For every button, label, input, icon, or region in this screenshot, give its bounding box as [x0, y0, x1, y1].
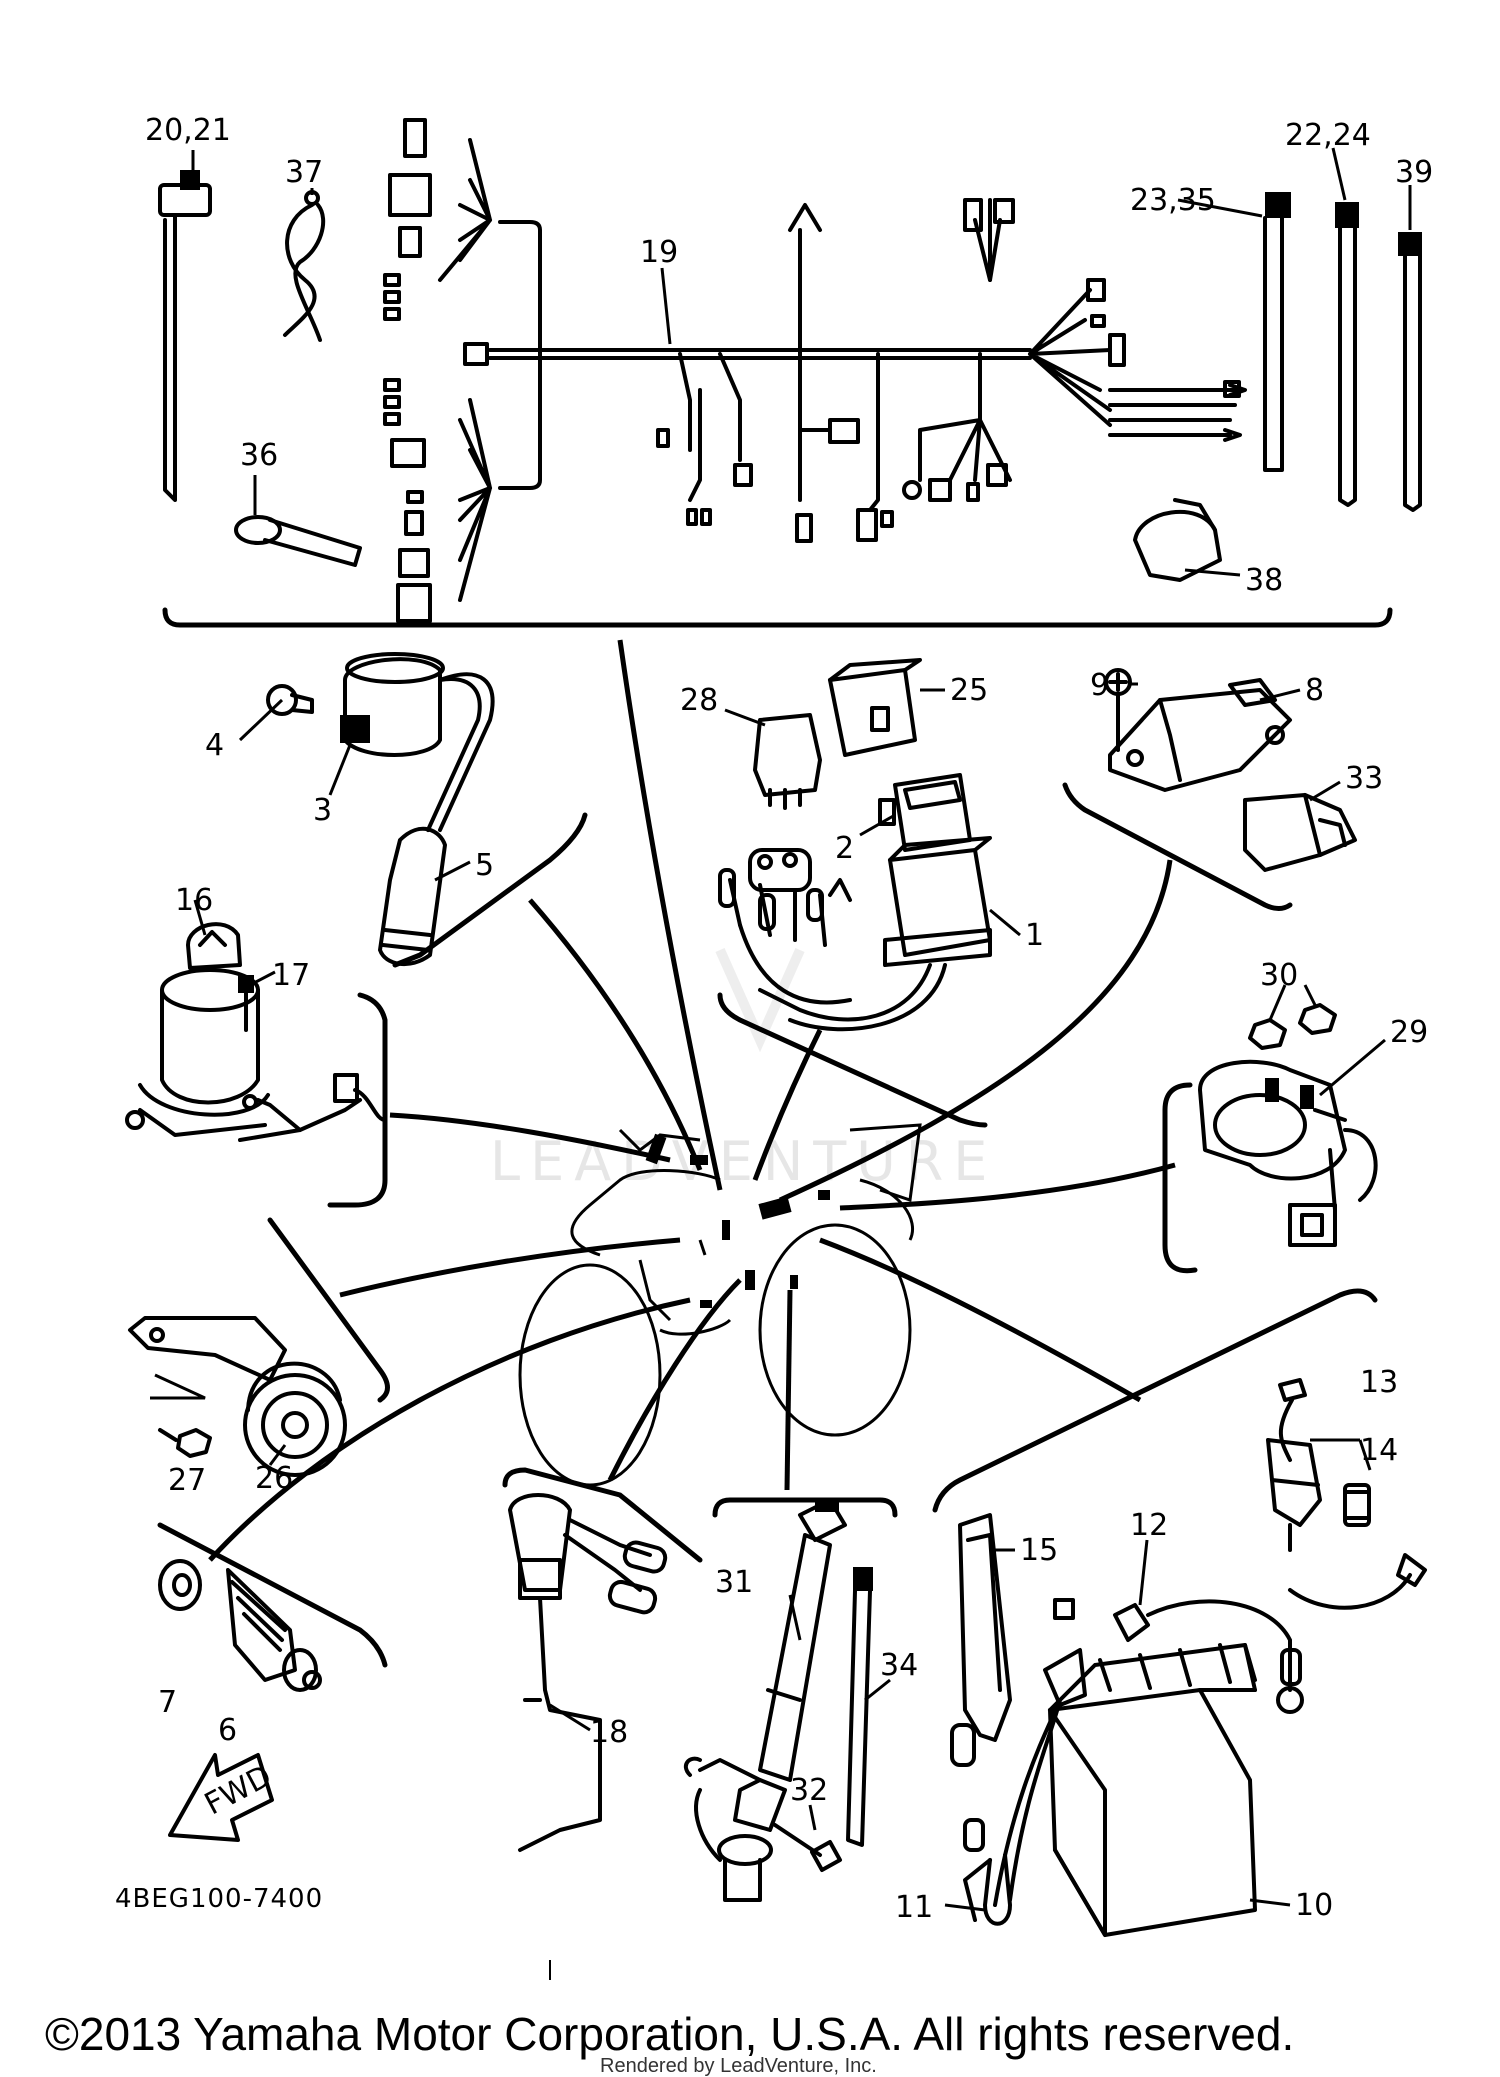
diagram-code: 4BEG100-7400 [115, 1884, 323, 1914]
relay-bracket [717, 992, 988, 1128]
copyright-notice: ©2013 Yamaha Motor Corporation, U.S.A. A… [45, 2008, 1294, 2060]
battery-10 [1048, 1643, 1257, 1937]
horn-leader [150, 1373, 206, 1400]
label-31: 31 [715, 1565, 753, 1600]
label-18: 18 [590, 1715, 628, 1750]
cable-tie-20-21 [158, 170, 212, 502]
label-34: 34 [880, 1648, 918, 1683]
label-6: 6 [218, 1713, 237, 1748]
cable-tie-34 [846, 1567, 873, 1847]
cable-tie-22-24 [1335, 202, 1359, 507]
label-17: 17 [272, 958, 310, 993]
horn-bracket [267, 1217, 390, 1403]
horn-26 [128, 1316, 347, 1477]
coupler-2 [878, 773, 972, 852]
harness-group-bracket [162, 607, 1393, 628]
label-30: 30 [1260, 958, 1298, 993]
switch-bracket [327, 992, 388, 1208]
label-16: 16 [175, 883, 213, 918]
starter-relay-29 [1198, 1059, 1378, 1247]
fuse-14 [1343, 1483, 1371, 1527]
cable-tie-39 [1398, 232, 1422, 512]
label-9: 9 [1090, 668, 1109, 703]
label-25: 25 [950, 673, 988, 708]
relay-25 [828, 658, 922, 757]
label-37: 37 [285, 155, 323, 190]
label-22-24: 22,24 [1285, 118, 1371, 153]
ignition-coil [340, 652, 495, 832]
label-38: 38 [1245, 563, 1283, 598]
label-14: 14 [1360, 1433, 1398, 1468]
connector-pigtails [718, 848, 852, 1005]
leader-lines [191, 147, 1412, 1912]
positive-lead-12 [1053, 1598, 1304, 1714]
label-10: 10 [1295, 1888, 1333, 1923]
label-39: 39 [1395, 155, 1433, 190]
label-27: 27 [168, 1463, 206, 1498]
washer-7 [158, 1559, 202, 1611]
wire-harness [383, 118, 1247, 623]
relay-29-bracket [1162, 1082, 1198, 1274]
label-15: 15 [1020, 1533, 1058, 1568]
ground-lead-36 [234, 515, 362, 567]
nuts-30 [1248, 1003, 1337, 1050]
fwd-label: FWD [199, 1759, 277, 1823]
label-32: 32 [790, 1773, 828, 1808]
label-1: 1 [1025, 918, 1044, 953]
sensor-bracket [502, 1467, 703, 1563]
label-29: 29 [1390, 1015, 1428, 1050]
render-credit: Rendered by LeadVenture, Inc. [600, 2055, 877, 2077]
label-33: 33 [1345, 761, 1383, 796]
plug-cap-5 [378, 826, 447, 967]
clip-37 [283, 190, 326, 342]
relay-33 [1243, 793, 1357, 872]
negative-lead-11 [950, 1648, 1087, 1926]
lead-bracket [712, 1497, 898, 1518]
rectifier-bracket [1062, 782, 1293, 911]
relay-28 [753, 713, 822, 810]
battery-band-15 [958, 1513, 1012, 1742]
ignition-bracket [392, 812, 588, 968]
label-11: 11 [895, 1890, 933, 1925]
label-36: 36 [240, 438, 278, 473]
label-23-35: 23,35 [1130, 183, 1216, 218]
neutral-bracket [157, 1522, 388, 1668]
label-12: 12 [1130, 1508, 1168, 1543]
sensor-18 [508, 1493, 668, 1852]
screw-17 [238, 975, 254, 1032]
label-13: 13 [1360, 1365, 1398, 1400]
label-8: 8 [1305, 673, 1324, 708]
label-19: 19 [640, 235, 678, 270]
fuse-holder-13 [1266, 1378, 1427, 1610]
bolt-4 [266, 684, 314, 716]
label-7: 7 [158, 1685, 177, 1720]
neutral-switch-6 [226, 1568, 322, 1692]
rectifier-8 [1108, 678, 1292, 792]
main-switch-16 [125, 922, 387, 1142]
screw-32 [773, 1823, 842, 1872]
lead-31 [683, 1498, 847, 1902]
label-28: 28 [680, 683, 718, 718]
bolt-27 [158, 1428, 212, 1458]
label-26: 26 [255, 1461, 293, 1496]
battery-bracket [932, 1288, 1378, 1513]
label-3: 3 [313, 793, 332, 828]
unit-1 [758, 836, 992, 1032]
bolt-9 [1104, 668, 1132, 752]
label-5: 5 [475, 848, 494, 883]
part-labels: 20,21 37 36 19 23,35 22,24 39 38 4 3 5 2… [145, 113, 1433, 1925]
watermark-logo [715, 947, 805, 1053]
routing-lines [208, 639, 1176, 1562]
label-2: 2 [835, 831, 854, 866]
fwd-arrow: FWD [168, 1753, 277, 1842]
holder-38 [1133, 498, 1222, 582]
cable-band-23-35 [1263, 192, 1291, 472]
label-4: 4 [205, 728, 224, 763]
label-20-21: 20,21 [145, 113, 231, 148]
